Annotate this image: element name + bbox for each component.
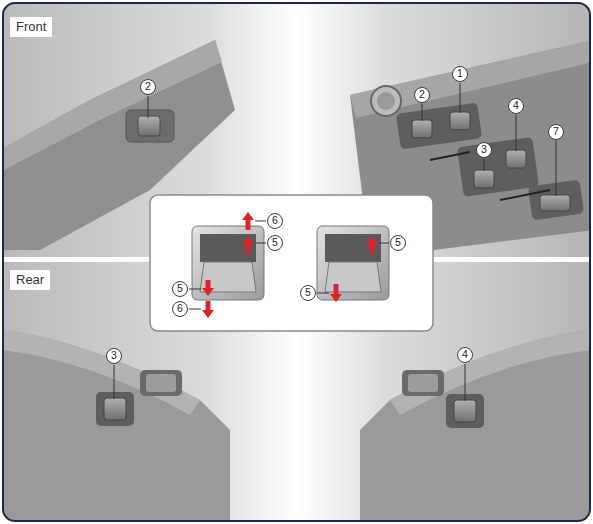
- section-label: Front: [10, 17, 52, 37]
- callout-number: 3: [106, 348, 122, 364]
- callout-number: 6: [172, 301, 188, 317]
- callout-number: 5: [390, 235, 406, 251]
- callout-number: 5: [267, 235, 283, 251]
- callout-number: 6: [267, 213, 283, 229]
- callout-number: 4: [508, 98, 524, 114]
- callout-number: 7: [548, 124, 564, 140]
- callout-number: 3: [476, 142, 492, 158]
- callout-number: 1: [452, 66, 468, 82]
- callout-number: 2: [140, 79, 156, 95]
- callout-number: 5: [172, 281, 188, 297]
- callout-number: 2: [414, 87, 430, 103]
- callout-number: 5: [300, 285, 316, 301]
- callout-number: 4: [457, 347, 473, 363]
- section-label: Rear: [10, 270, 50, 290]
